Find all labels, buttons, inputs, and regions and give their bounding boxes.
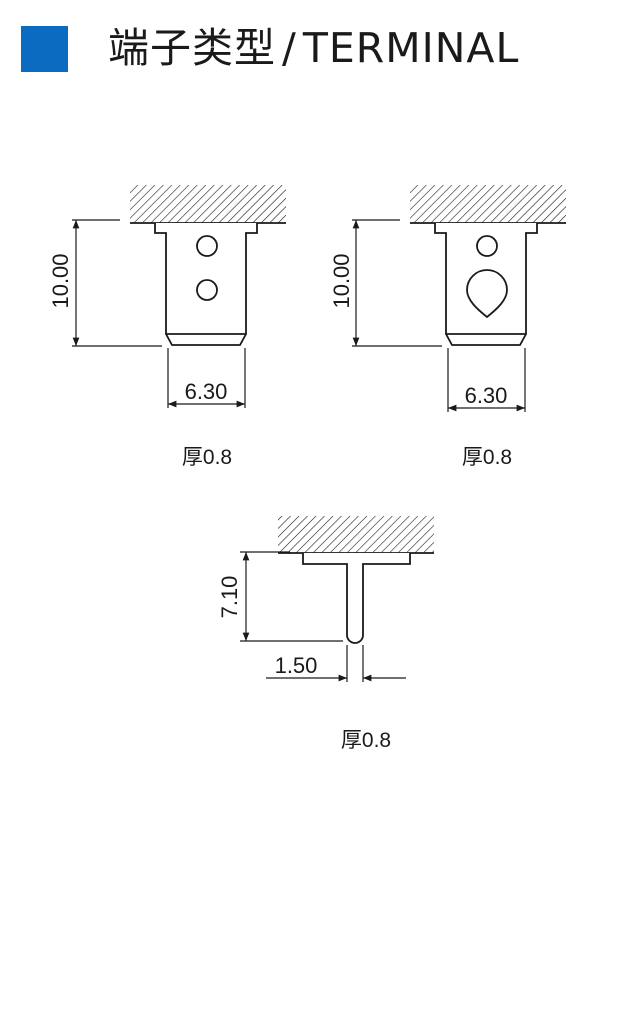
mount-hatch-1 xyxy=(130,185,286,223)
title-separator: / xyxy=(282,24,297,72)
dimension-height-3 xyxy=(240,551,343,642)
hole-upper-2 xyxy=(476,235,498,257)
dimension-height-2 xyxy=(352,219,442,347)
height-label-2: 10.00 xyxy=(329,253,354,308)
hole-teardrop-2 xyxy=(466,269,508,319)
title-english: TERMINAL xyxy=(302,24,520,72)
terminal-1 xyxy=(130,185,286,346)
height-label-1: 10.00 xyxy=(48,253,73,308)
hole-upper-1 xyxy=(196,235,218,257)
height-label-3: 7.10 xyxy=(217,576,242,619)
dimension-width-1 xyxy=(167,348,246,408)
title-chinese: 端子类型 xyxy=(108,24,276,72)
dimension-width-2 xyxy=(447,348,526,412)
terminal-body-2 xyxy=(434,223,538,346)
dimension-width-3 xyxy=(266,645,406,682)
thickness-label-1: 厚0.8 xyxy=(182,446,232,469)
width-label-1: 6.30 xyxy=(185,379,228,404)
dimension-height-1 xyxy=(72,219,162,347)
thickness-label-3: 厚0.8 xyxy=(341,729,391,752)
terminal-3 xyxy=(278,516,434,644)
width-label-2: 6.30 xyxy=(465,383,508,408)
mount-hatch-3 xyxy=(278,516,434,553)
mount-hatch-2 xyxy=(410,185,566,223)
thickness-label-2: 厚0.8 xyxy=(462,446,512,469)
page-title: 端子类型/TERMINAL xyxy=(108,20,519,76)
header-accent-square xyxy=(21,26,68,72)
terminal-body-3 xyxy=(302,553,411,644)
width-label-3: 1.50 xyxy=(275,653,318,678)
hole-lower-1 xyxy=(196,279,218,301)
terminal-body-1 xyxy=(154,223,258,346)
terminal-2 xyxy=(410,185,566,346)
